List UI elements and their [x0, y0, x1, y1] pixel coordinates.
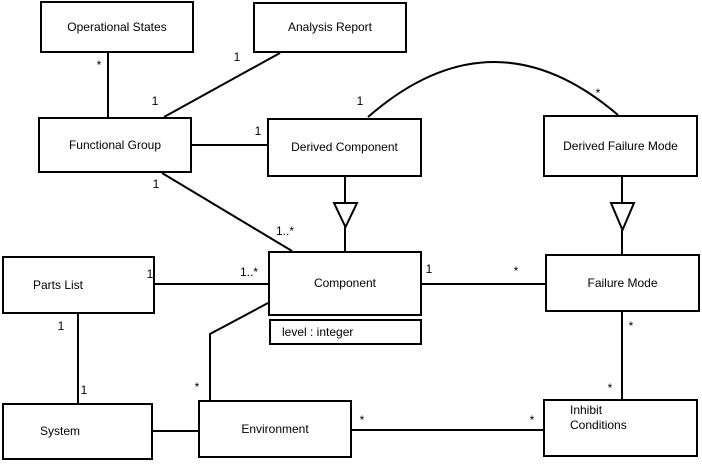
derived-component-box: Derived Component	[267, 118, 422, 177]
component-box: Component	[268, 251, 422, 316]
multiplicity-label: 1	[233, 50, 241, 64]
failure-mode-generalization-triangle	[609, 202, 636, 233]
derived-failure-mode-label: Derived Failure Mode	[563, 138, 678, 153]
multiplicity-label: 1	[425, 262, 433, 276]
environment-box: Environment	[198, 400, 352, 458]
edge-functional-group-component	[161, 172, 293, 252]
multiplicity-label: *	[513, 264, 519, 278]
component-attributes-box: level : integer	[269, 319, 422, 345]
analysis-report-label: Analysis Report	[287, 20, 373, 34]
component-label: Component	[313, 276, 377, 290]
multiplicity-label: 1	[57, 319, 65, 333]
multiplicity-label: *	[595, 86, 601, 100]
multiplicity-label: *	[359, 413, 365, 427]
multiplicity-label: *	[628, 319, 634, 333]
component-attributes-label: level : integer	[282, 324, 354, 339]
edge-environment-component	[209, 302, 269, 400]
functional-group-label: Functional Group	[68, 137, 162, 152]
functional-group-box: Functional Group	[38, 117, 192, 173]
multiplicity-label: 1	[356, 94, 364, 108]
operational-states-box: Operational States	[40, 1, 194, 53]
derived-failure-mode-box: Derived Failure Mode	[543, 115, 698, 177]
parts-list-label: Parts List	[33, 277, 84, 292]
multiplicity-label: 1	[254, 124, 262, 138]
multiplicity-label: 1	[146, 267, 154, 281]
failure-mode-label: Failure Mode	[587, 275, 658, 290]
derived-component-label: Derived Component	[291, 140, 398, 154]
analysis-report-box: Analysis Report	[253, 2, 407, 53]
multiplicity-label: *	[96, 58, 102, 72]
multiplicity-label: *	[529, 413, 535, 427]
system-label: System	[40, 424, 81, 438]
multiplicity-label: *	[194, 380, 200, 394]
edge-derived-component-derived-failure-mode-arc	[367, 61, 619, 118]
parts-list-box: Parts List	[2, 256, 155, 314]
inhibit-conditions-box: Inhibit Conditions	[543, 399, 698, 457]
multiplicity-label: 1	[152, 177, 160, 191]
multiplicity-label: 1	[80, 383, 88, 397]
operational-states-label: Operational States	[67, 19, 167, 34]
failure-mode-box: Failure Mode	[545, 254, 700, 312]
multiplicity-label: 1..*	[239, 265, 259, 279]
inhibit-conditions-label: Inhibit Conditions	[570, 403, 627, 432]
edge-analysis-report-functional-group	[163, 52, 281, 118]
multiplicity-label: 1..*	[275, 224, 295, 238]
environment-label: Environment	[241, 421, 309, 436]
multiplicity-label: *	[607, 381, 613, 395]
component-generalization-triangle	[332, 202, 359, 230]
system-box: System	[2, 403, 153, 460]
multiplicity-label: 1	[151, 94, 159, 108]
